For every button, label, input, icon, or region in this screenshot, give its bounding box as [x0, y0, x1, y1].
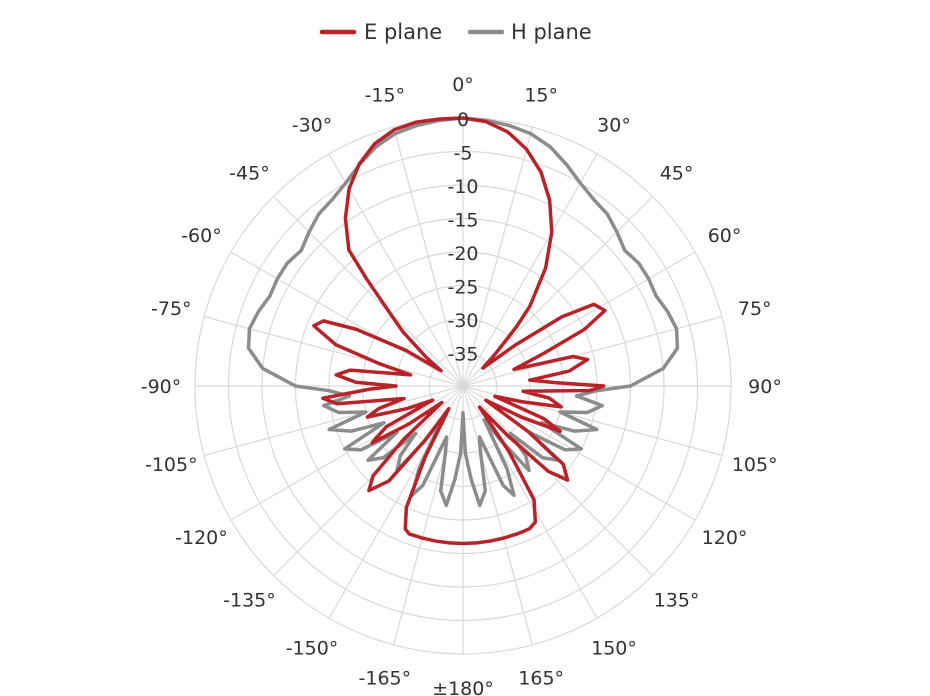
legend: E plane H plane [319, 20, 592, 44]
grid-spoke [273, 385, 464, 576]
radial-tick-label: -5 [454, 143, 473, 165]
grid-spoke [203, 316, 464, 387]
grid [194, 117, 732, 655]
radial-tick-label: -15 [447, 210, 478, 232]
grid-spoke [230, 251, 464, 387]
angle-tick-label: 165° [518, 668, 564, 690]
series-layer [246, 116, 680, 546]
grid-spoke [462, 251, 696, 387]
angle-tick-label: -15° [365, 84, 406, 106]
grid-spoke [462, 153, 598, 387]
angle-tick-label: 15° [524, 84, 558, 106]
angle-tick-label: -150° [286, 638, 339, 660]
angle-tick-label: ±180° [432, 678, 494, 696]
angle-tick-label: 105° [732, 454, 778, 476]
angle-tick-label: -135° [223, 590, 276, 612]
grid-spoke [462, 126, 533, 387]
angle-tick-labels: 0° 15° 30° 45° 60° 75° 90° 105° 120° 135° 150° 165°… [141, 74, 782, 696]
legend-label-h-plane: H plane [511, 20, 592, 44]
grid-spoke [393, 385, 464, 646]
radial-tick-label: -25 [447, 277, 478, 299]
grid-spoke [462, 385, 653, 576]
radial-tick-labels: 0 -5 -10 -15 -20 -25 -30 -35 [447, 109, 478, 366]
angle-tick-label: 45° [660, 162, 694, 184]
angle-tick-label: 60° [708, 225, 742, 247]
angle-tick-label: 135° [654, 590, 700, 612]
angle-tick-label: 0° [452, 74, 474, 96]
angle-tick-label: -90° [141, 376, 182, 398]
radial-tick-label: 0 [457, 109, 469, 131]
grid-spoke [230, 385, 464, 521]
angle-tick-label: -45° [229, 162, 270, 184]
grid-spoke [462, 316, 723, 387]
angle-tick-label: -120° [175, 527, 228, 549]
radial-tick-label: -20 [447, 243, 478, 265]
angle-tick-label: -30° [292, 114, 333, 136]
radial-tick-label: -10 [447, 176, 478, 198]
grid-spoke [462, 385, 533, 646]
angle-tick-label: 30° [597, 114, 631, 136]
grid-spoke [203, 385, 464, 456]
legend-label-e-plane: E plane [364, 20, 442, 44]
legend-item-h-plane[interactable]: H plane [467, 20, 592, 44]
series-line-h-plane [246, 116, 680, 508]
series-line-e-plane [312, 116, 607, 546]
angle-tick-label: -75° [151, 298, 192, 320]
angle-tick-label: 150° [591, 638, 637, 660]
angle-tick-label: -60° [181, 225, 222, 247]
angle-tick-label: 90° [748, 376, 782, 398]
angle-tick-label: 120° [702, 527, 748, 549]
angle-tick-label: -165° [359, 668, 412, 690]
angle-tick-label: 75° [738, 298, 772, 320]
radial-tick-label: -35 [447, 344, 478, 366]
grid-spoke [393, 126, 464, 387]
angle-tick-label: -105° [145, 454, 198, 476]
grid-spoke [273, 196, 464, 387]
grid-spoke [328, 153, 464, 387]
legend-item-e-plane[interactable]: E plane [319, 20, 442, 44]
radial-tick-label: -30 [447, 310, 478, 332]
